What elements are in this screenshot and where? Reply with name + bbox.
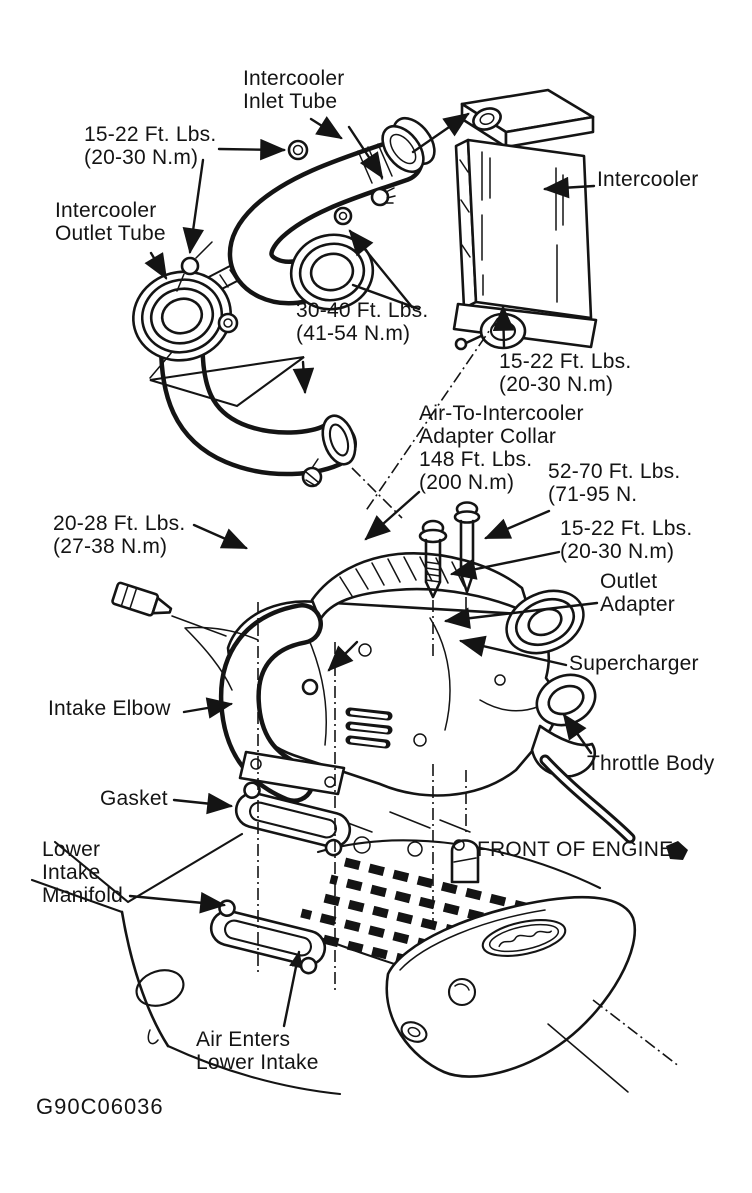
figure-code: G90C06036 bbox=[36, 1094, 164, 1119]
label-intercooler: Intercooler bbox=[597, 168, 699, 191]
gasket-drawing-upper bbox=[234, 781, 352, 857]
leader-arrows bbox=[128, 112, 599, 1028]
label-gasket: Gasket bbox=[100, 787, 168, 810]
label-intercooler-outlet-tube: Intercooler Outlet Tube bbox=[55, 199, 166, 245]
label-supercharger: Supercharger bbox=[569, 652, 699, 675]
label-lower-intake-manifold: Lower Intake Manifold bbox=[42, 838, 123, 907]
intercooler-drawing bbox=[452, 88, 598, 351]
label-torque-15-22-top: 15-22 Ft. Lbs. (20-30 N.m) bbox=[84, 123, 217, 169]
valve-cover-drawing bbox=[385, 895, 681, 1093]
intercooler-inlet-tube-drawing bbox=[227, 116, 436, 311]
gasket-drawing-lower bbox=[209, 899, 327, 975]
intake-elbow-drawing bbox=[184, 603, 346, 803]
label-air-enters-lower-intake: Air Enters Lower Intake bbox=[196, 1028, 319, 1074]
label-torque-20-28: 20-28 Ft. Lbs. (27-38 N.m) bbox=[53, 512, 186, 558]
throttle-body-drawing bbox=[530, 673, 636, 844]
intercooler-outlet-tube-drawing bbox=[132, 241, 357, 488]
label-throttle-body: Throttle Body bbox=[587, 752, 715, 775]
label-intercooler-inlet-tube: Intercooler Inlet Tube bbox=[243, 67, 345, 113]
front-of-engine-stud bbox=[450, 839, 480, 884]
label-intake-elbow: Intake Elbow bbox=[48, 697, 171, 720]
label-torque-52-70: 52-70 Ft. Lbs. (71-95 N. bbox=[548, 460, 681, 506]
label-front-of-engine: FRONT OF ENGINE bbox=[477, 838, 674, 861]
label-torque-15-22-low: 15-22 Ft. Lbs. (20-30 N.m) bbox=[560, 517, 693, 563]
label-outlet-adapter: Outlet Adapter bbox=[600, 570, 675, 616]
label-torque-15-22-mid: 15-22 Ft. Lbs. (20-30 N.m) bbox=[499, 350, 632, 396]
temp-sensor-drawing bbox=[111, 581, 227, 637]
label-torque-30-40: 30-40 Ft. Lbs. (41-54 N.m) bbox=[296, 299, 429, 345]
alignment-lines bbox=[257, 317, 499, 993]
front-of-engine-pointer bbox=[666, 841, 688, 860]
label-adapter-collar: Air-To-Intercooler Adapter Collar 148 Ft… bbox=[419, 402, 584, 494]
